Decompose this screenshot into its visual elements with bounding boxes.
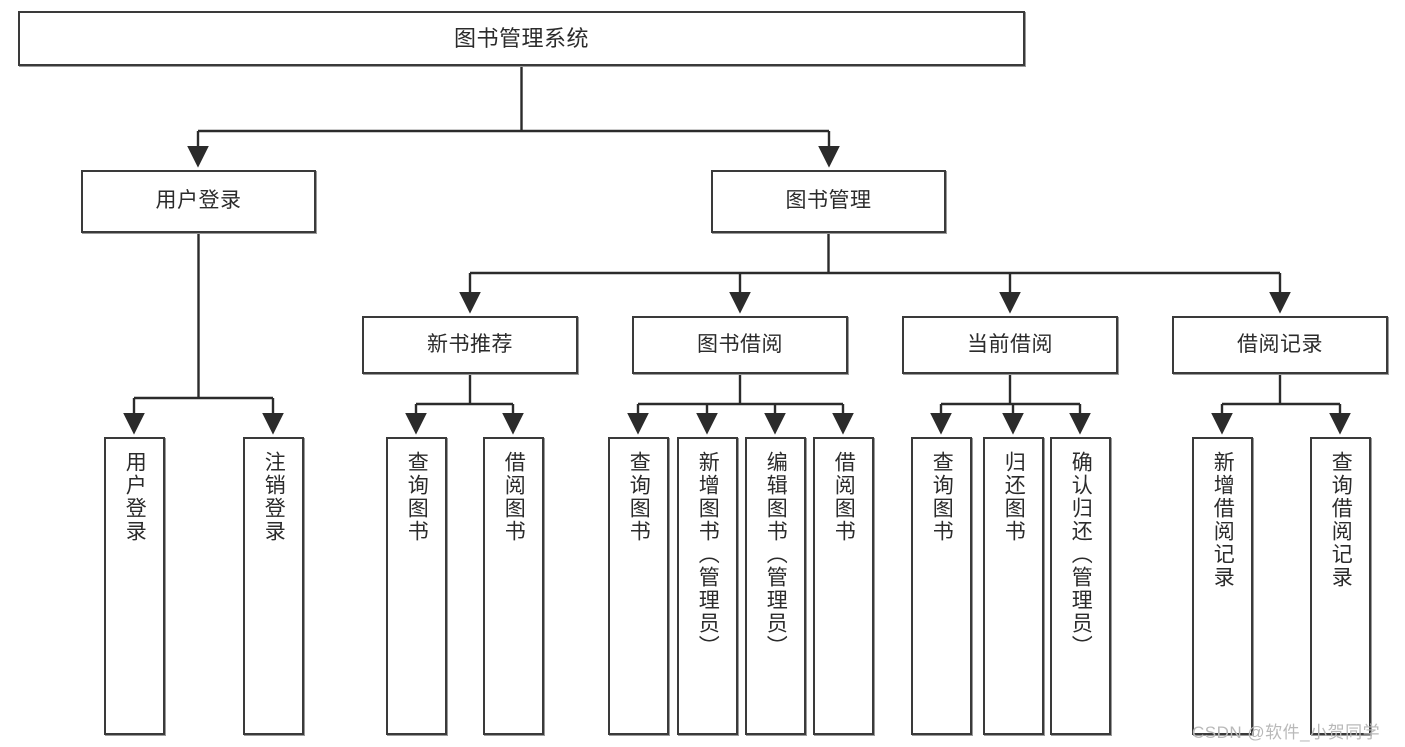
node-leaf-add-book-label: 新增图书（管理员）: [696, 451, 720, 658]
node-leaf-query-book-2[interactable]: 查询图书: [608, 437, 669, 735]
node-leaf-edit-book-label: 编辑图书（管理员）: [764, 451, 788, 658]
node-user-login-label: 用户登录: [155, 189, 242, 213]
node-leaf-add-record-label: 新增借阅记录: [1211, 451, 1235, 589]
node-leaf-borrow-book-1[interactable]: 借阅图书: [483, 437, 544, 735]
csdn-watermark: CSDN @软件_小贺同学: [1192, 723, 1381, 742]
node-leaf-query-book-3-label: 查询图书: [930, 451, 954, 543]
node-new-book-recommend-label: 新书推荐: [427, 332, 513, 356]
node-leaf-query-book-1[interactable]: 查询图书: [386, 437, 447, 735]
node-borrow-record-label: 借阅记录: [1237, 332, 1323, 356]
node-leaf-edit-book[interactable]: 编辑图书（管理员）: [745, 437, 806, 735]
connector-borrowrecord-to-leaves: [1211, 374, 1351, 435]
connector-root-to-level2: [187, 66, 840, 168]
node-book-management-label: 图书管理: [785, 189, 872, 213]
node-leaf-add-record[interactable]: 新增借阅记录: [1192, 437, 1253, 735]
node-leaf-logout[interactable]: 注销登录: [243, 437, 304, 735]
node-leaf-logout-label: 注销登录: [262, 451, 286, 543]
node-current-borrow-label: 当前借阅: [967, 332, 1053, 356]
node-root[interactable]: 图书管理系统: [18, 11, 1025, 66]
node-leaf-add-book[interactable]: 新增图书（管理员）: [677, 437, 738, 735]
node-book-borrow[interactable]: 图书借阅: [632, 316, 848, 374]
node-leaf-confirm-return[interactable]: 确认归还（管理员）: [1050, 437, 1111, 735]
node-leaf-borrow-book-2-label: 借阅图书: [832, 451, 856, 543]
node-leaf-query-book-2-label: 查询图书: [627, 451, 651, 543]
node-book-borrow-label: 图书借阅: [697, 332, 783, 356]
node-leaf-query-record[interactable]: 查询借阅记录: [1310, 437, 1371, 735]
connector-currentborrow-to-leaves: [930, 374, 1091, 435]
node-leaf-query-book-3[interactable]: 查询图书: [911, 437, 972, 735]
node-leaf-confirm-return-label: 确认归还（管理员）: [1069, 451, 1093, 658]
connector-bookborrow-to-leaves: [627, 374, 854, 435]
node-leaf-user-login[interactable]: 用户登录: [104, 437, 165, 735]
node-leaf-borrow-book-2[interactable]: 借阅图书: [813, 437, 874, 735]
node-new-book-recommend[interactable]: 新书推荐: [362, 316, 578, 374]
node-leaf-query-record-label: 查询借阅记录: [1329, 451, 1353, 589]
node-leaf-borrow-book-1-label: 借阅图书: [502, 451, 526, 543]
node-leaf-return-book-label: 归还图书: [1002, 451, 1026, 543]
connector-bookmgmt-to-level3: [459, 233, 1291, 314]
node-leaf-user-login-label: 用户登录: [123, 451, 147, 543]
connector-newbook-to-leaves: [405, 374, 524, 435]
node-leaf-return-book[interactable]: 归还图书: [983, 437, 1044, 735]
node-current-borrow[interactable]: 当前借阅: [902, 316, 1118, 374]
node-book-management[interactable]: 图书管理: [711, 170, 946, 233]
connector-userlogin-to-leaves: [123, 233, 284, 435]
node-user-login[interactable]: 用户登录: [81, 170, 316, 233]
node-borrow-record[interactable]: 借阅记录: [1172, 316, 1388, 374]
node-root-label: 图书管理系统: [453, 25, 589, 51]
node-leaf-query-book-1-label: 查询图书: [405, 451, 429, 543]
